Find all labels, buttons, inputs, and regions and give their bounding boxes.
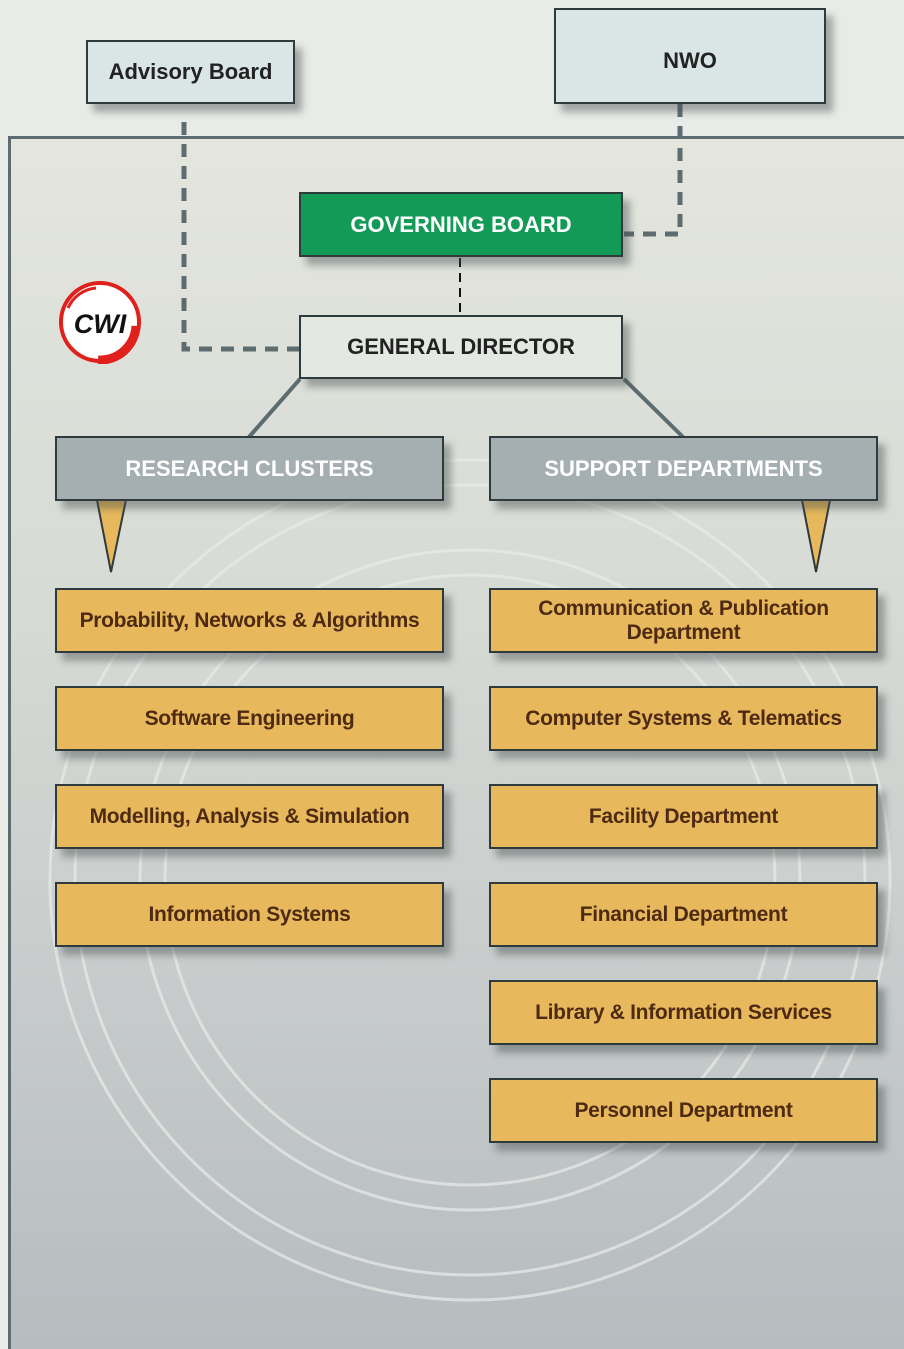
nwo-box: NWO [554,8,826,104]
support-department-item: Computer Systems & Telematics [489,686,878,751]
director-research-connector [247,377,302,439]
support-pointer-icon [799,494,833,573]
support-departments-header: SUPPORT DEPARTMENTS [489,436,878,501]
research-cluster-item: Software Engineering [55,686,444,751]
logo-text: CWI [74,309,127,339]
support-department-item: Personnel Department [489,1078,878,1143]
research-cluster-item: Modelling, Analysis & Simulation [55,784,444,849]
cwi-logo-icon: CWI [59,281,141,364]
governing-board-box: GOVERNING BOARD [299,192,623,257]
support-department-item: Financial Department [489,882,878,947]
research-clusters-header: RESEARCH CLUSTERS [55,436,444,501]
support-department-item: Communication & Publication Department [489,588,878,653]
support-department-item: Facility Department [489,784,878,849]
advisory-connector [181,122,300,352]
watermark [48,458,892,1302]
nwo-connector [624,104,683,237]
general-director-box: GENERAL DIRECTOR [299,315,623,379]
research-cluster-item: Probability, Networks & Algorithms [55,588,444,653]
director-support-connector [622,377,685,439]
advisory-board-box: Advisory Board [86,40,295,104]
research-cluster-item: Information Systems [55,882,444,947]
research-pointer-icon [94,494,129,573]
support-department-item: Library & Information Services [489,980,878,1045]
